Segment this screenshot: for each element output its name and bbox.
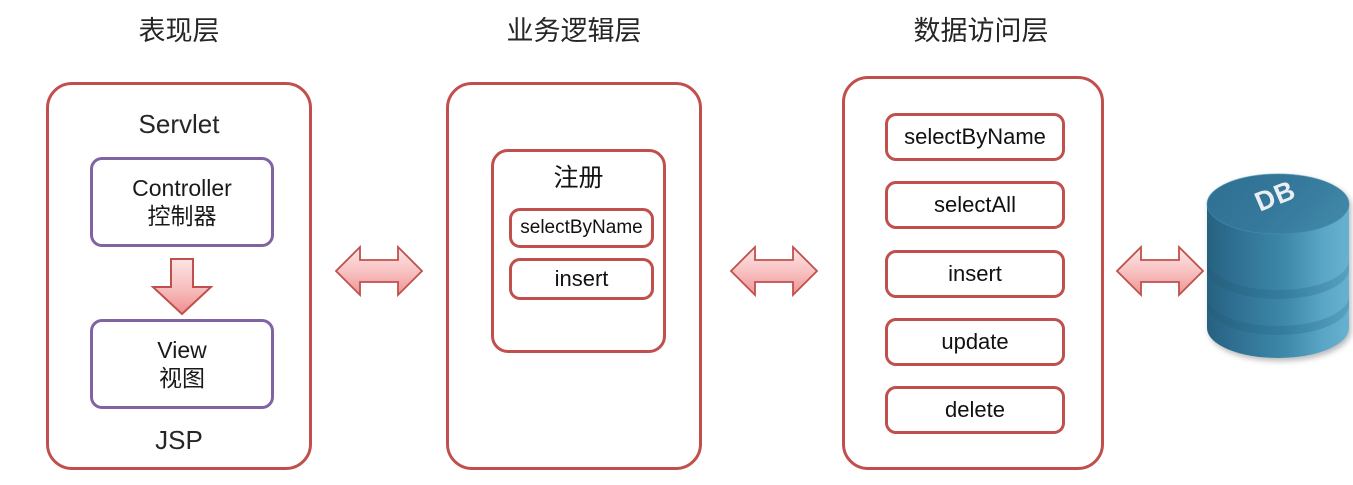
dao-method-selectall[interactable]: selectAll (885, 181, 1065, 229)
dao-method-label: selectByName (904, 124, 1046, 149)
connector-presentation-to-business (334, 243, 424, 299)
business-method-selectbyname[interactable]: selectByName (509, 208, 654, 248)
service-group-title: 注册 (553, 164, 604, 192)
down-arrow-icon (145, 257, 219, 317)
business-method-insert[interactable]: insert (509, 258, 654, 300)
view-label-zh: 视图 (159, 365, 205, 391)
dao-method-label: selectAll (934, 192, 1016, 217)
layer-title-data-access: 数据访问层 (913, 16, 1049, 46)
database-cylinder-icon: DB (1203, 172, 1353, 362)
dao-method-insert[interactable]: insert (885, 250, 1065, 298)
service-group-box[interactable]: 注册 selectByName insert (491, 149, 666, 353)
connector-data-to-database (1115, 243, 1205, 299)
controller-label-en: Controller (132, 174, 232, 201)
jsp-label: JSP (155, 425, 203, 455)
data-access-layer-panel[interactable]: selectByName selectAll insert update del… (842, 76, 1104, 470)
connector-business-to-data (729, 243, 819, 299)
business-layer-panel[interactable]: 注册 selectByName insert (446, 82, 702, 470)
dao-method-delete[interactable]: delete (885, 386, 1065, 434)
dao-method-label: insert (948, 261, 1002, 286)
servlet-label: Servlet (138, 109, 220, 139)
dao-method-label: delete (945, 397, 1005, 422)
view-label-en: View (157, 336, 207, 363)
presentation-layer-panel[interactable]: Servlet Controller 控制器 View 视图 JSP (46, 82, 312, 470)
business-method-label: selectByName (520, 217, 643, 238)
dao-method-update[interactable]: update (885, 318, 1065, 366)
controller-box[interactable]: Controller 控制器 (90, 157, 274, 247)
dao-method-label: update (941, 329, 1009, 354)
layer-title-business: 业务逻辑层 (506, 16, 642, 46)
layer-title-presentation: 表现层 (138, 16, 220, 46)
business-method-label: insert (554, 266, 609, 291)
controller-label-zh: 控制器 (147, 203, 217, 229)
view-box[interactable]: View 视图 (90, 319, 274, 409)
dao-method-selectbyname[interactable]: selectByName (885, 113, 1065, 161)
